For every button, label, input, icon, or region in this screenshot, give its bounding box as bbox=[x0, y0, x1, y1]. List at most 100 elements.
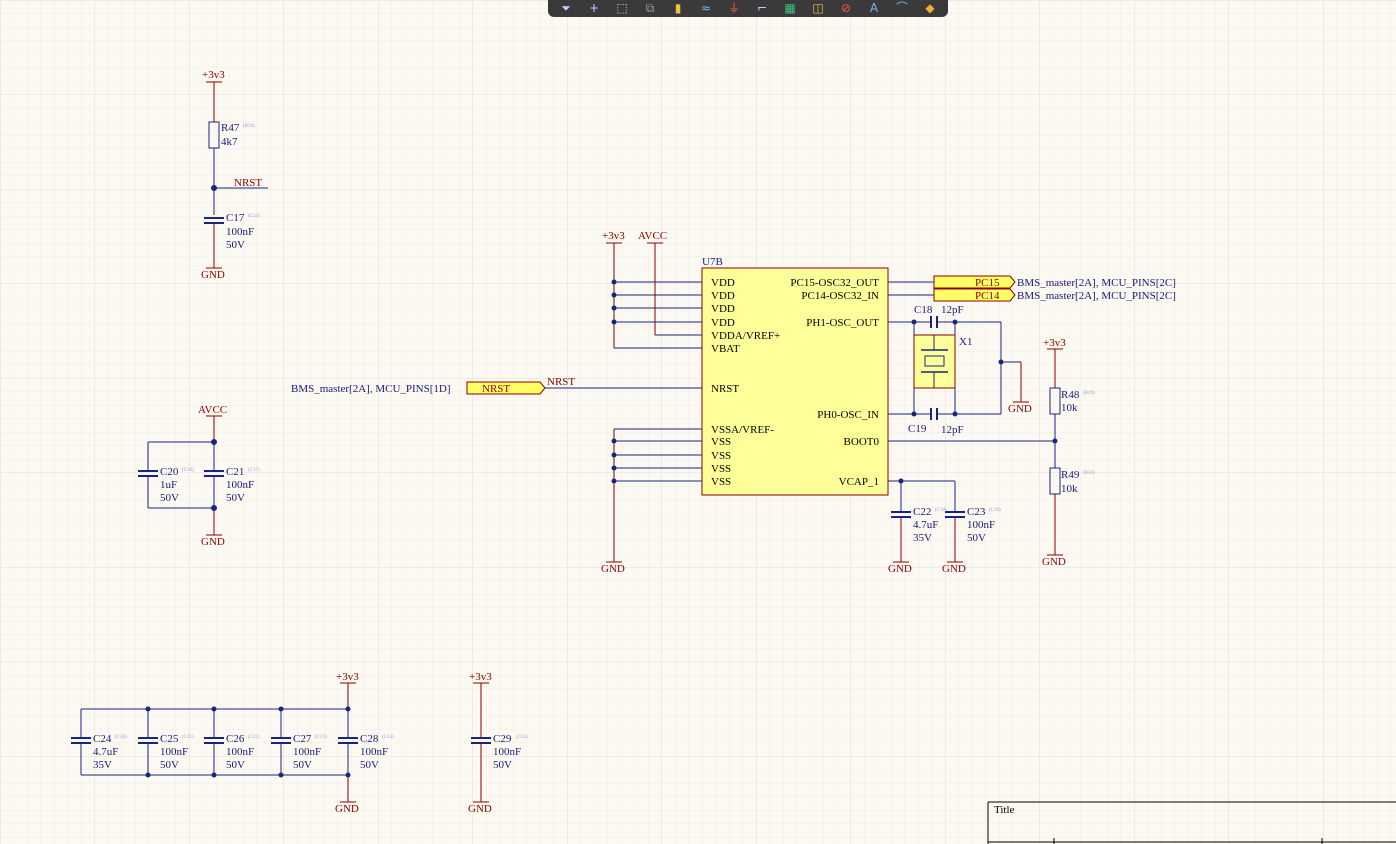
ic-pin-right: VCAP_1 bbox=[839, 476, 879, 488]
wire-icon[interactable]: ≈ bbox=[700, 1, 712, 15]
c21-value: 100nF bbox=[226, 479, 254, 491]
c23-rating: 50V bbox=[967, 532, 986, 544]
gnd-label: GND bbox=[601, 563, 625, 575]
c21-tag: (C17) bbox=[248, 468, 260, 473]
junction bbox=[998, 359, 1004, 365]
r49-tag: (R30) bbox=[1083, 471, 1095, 476]
ic-u7b-body[interactable] bbox=[701, 267, 889, 496]
c29-group bbox=[471, 682, 491, 803]
c25-tag: (C21) bbox=[182, 735, 194, 740]
capacitor-c25[interactable] bbox=[138, 709, 158, 775]
c20-value: 1uF bbox=[160, 479, 177, 491]
text-icon[interactable]: A bbox=[869, 1, 879, 15]
c28-ref: C28 bbox=[360, 733, 379, 745]
c23-value: 100nF bbox=[967, 519, 995, 531]
port-nrst-desc: BMS_master[2A], MCU_PINS[1D] bbox=[291, 383, 451, 395]
c25-rating: 50V bbox=[160, 759, 179, 771]
capacitor-c27[interactable] bbox=[271, 709, 291, 775]
ic-pin-left: VSS bbox=[711, 463, 731, 475]
gnd-label: GND bbox=[468, 803, 492, 815]
c17-rating: 50V bbox=[226, 239, 245, 251]
crystal-x1[interactable] bbox=[913, 334, 956, 389]
junction bbox=[898, 478, 904, 484]
r47-value: 4k7 bbox=[221, 136, 238, 148]
net-label-nrst[interactable]: NRST bbox=[234, 177, 262, 189]
junction bbox=[952, 319, 958, 325]
junction bbox=[911, 411, 917, 417]
c27-rating: 50V bbox=[293, 759, 312, 771]
net-label-nrst-2[interactable]: NRST bbox=[547, 376, 575, 388]
junction bbox=[211, 772, 217, 778]
align-icon[interactable]: ⧉ bbox=[645, 1, 655, 15]
c25-ref: C25 bbox=[160, 733, 179, 745]
sheet-entry-icon[interactable]: ◫ bbox=[812, 1, 824, 15]
gnd-label: GND bbox=[942, 563, 966, 575]
c28-rating: 50V bbox=[360, 759, 379, 771]
c27-value: 100nF bbox=[293, 746, 321, 758]
r47-tag: (R28) bbox=[243, 124, 255, 129]
c22-ref: C22 bbox=[913, 506, 931, 518]
junction bbox=[611, 438, 617, 444]
ic-pin-left: VDD bbox=[711, 303, 735, 315]
junction bbox=[145, 772, 151, 778]
ic-pin-left: VDDA/VREF+ bbox=[711, 330, 780, 342]
junction bbox=[611, 465, 617, 471]
resistor-r48[interactable] bbox=[1049, 387, 1061, 415]
ic-pin-left: VDD bbox=[711, 290, 735, 302]
junction bbox=[611, 305, 617, 311]
port-nrst-label: NRST bbox=[482, 383, 510, 395]
c26-value: 100nF bbox=[226, 746, 254, 758]
no-erc-icon[interactable]: ⊘ bbox=[840, 1, 852, 15]
c24-tag: (C20) bbox=[115, 735, 127, 740]
resistor-r49[interactable] bbox=[1049, 467, 1061, 495]
net-label-icon[interactable]: ⌐ bbox=[756, 1, 768, 15]
capacitor-c24[interactable] bbox=[71, 709, 91, 775]
c23-tag: (C19) bbox=[989, 508, 1001, 513]
ic-pin-left: NRST bbox=[711, 383, 739, 395]
c26-rating: 50V bbox=[226, 759, 245, 771]
capacitor-c28[interactable] bbox=[338, 709, 358, 775]
junction bbox=[611, 279, 617, 285]
junctions bbox=[611, 279, 1058, 484]
junction bbox=[278, 772, 284, 778]
capacitor-c26[interactable] bbox=[204, 709, 224, 775]
r47-c17-group bbox=[204, 81, 268, 269]
ic-pin-left: VDD bbox=[711, 277, 735, 289]
r49-ref: R49 bbox=[1061, 469, 1080, 481]
component-icon[interactable]: ▮ bbox=[674, 1, 682, 15]
ic-pin-right: PC14-OSC32_IN bbox=[801, 290, 879, 302]
port-pc14[interactable] bbox=[933, 288, 1016, 302]
junction bbox=[611, 478, 617, 484]
c25-value: 100nF bbox=[160, 746, 188, 758]
c29-ref: C29 bbox=[493, 733, 512, 745]
port-pc14-label: PC14 bbox=[975, 290, 1000, 302]
highlight-icon[interactable]: ◆ bbox=[925, 1, 935, 15]
power-avcc-label: AVCC bbox=[198, 404, 227, 416]
filter-icon[interactable]: ⏷ bbox=[561, 1, 571, 15]
c27-tag: (C23) bbox=[315, 735, 327, 740]
c27-ref: C27 bbox=[293, 733, 312, 745]
port-nrst[interactable] bbox=[466, 381, 546, 395]
arc-icon[interactable]: ⌒ bbox=[895, 1, 908, 15]
ic-pin-left: VDD bbox=[711, 317, 735, 329]
c20-ref: C20 bbox=[160, 466, 179, 478]
cap-row: C24(C20)4.7uF35VC25(C21)100nF50VC26(C22)… bbox=[71, 706, 394, 778]
power-3v3-label: +3v3 bbox=[469, 671, 492, 683]
power-gnd-icon[interactable]: ⏚ bbox=[727, 1, 740, 15]
c22-tag: (C18) bbox=[935, 508, 947, 513]
c29-value: 100nF bbox=[493, 746, 521, 758]
junction bbox=[345, 772, 351, 778]
port-pc15[interactable] bbox=[933, 275, 1016, 289]
crosshair-icon[interactable]: + bbox=[588, 1, 600, 15]
power-3v3-label: +3v3 bbox=[202, 69, 225, 81]
c17-ref: C17 bbox=[226, 212, 245, 224]
power-3v3-label: +3v3 bbox=[602, 230, 625, 242]
r49-value: 10k bbox=[1061, 483, 1078, 495]
chip-icon[interactable]: ▦ bbox=[784, 1, 796, 15]
c22-rating: 35V bbox=[913, 532, 932, 544]
c17-tag: (C13) bbox=[248, 214, 260, 219]
c18-ref: C18 bbox=[914, 304, 933, 316]
c26-tag: (C22) bbox=[248, 735, 260, 740]
select-rect-icon[interactable]: ⬚ bbox=[616, 1, 628, 15]
